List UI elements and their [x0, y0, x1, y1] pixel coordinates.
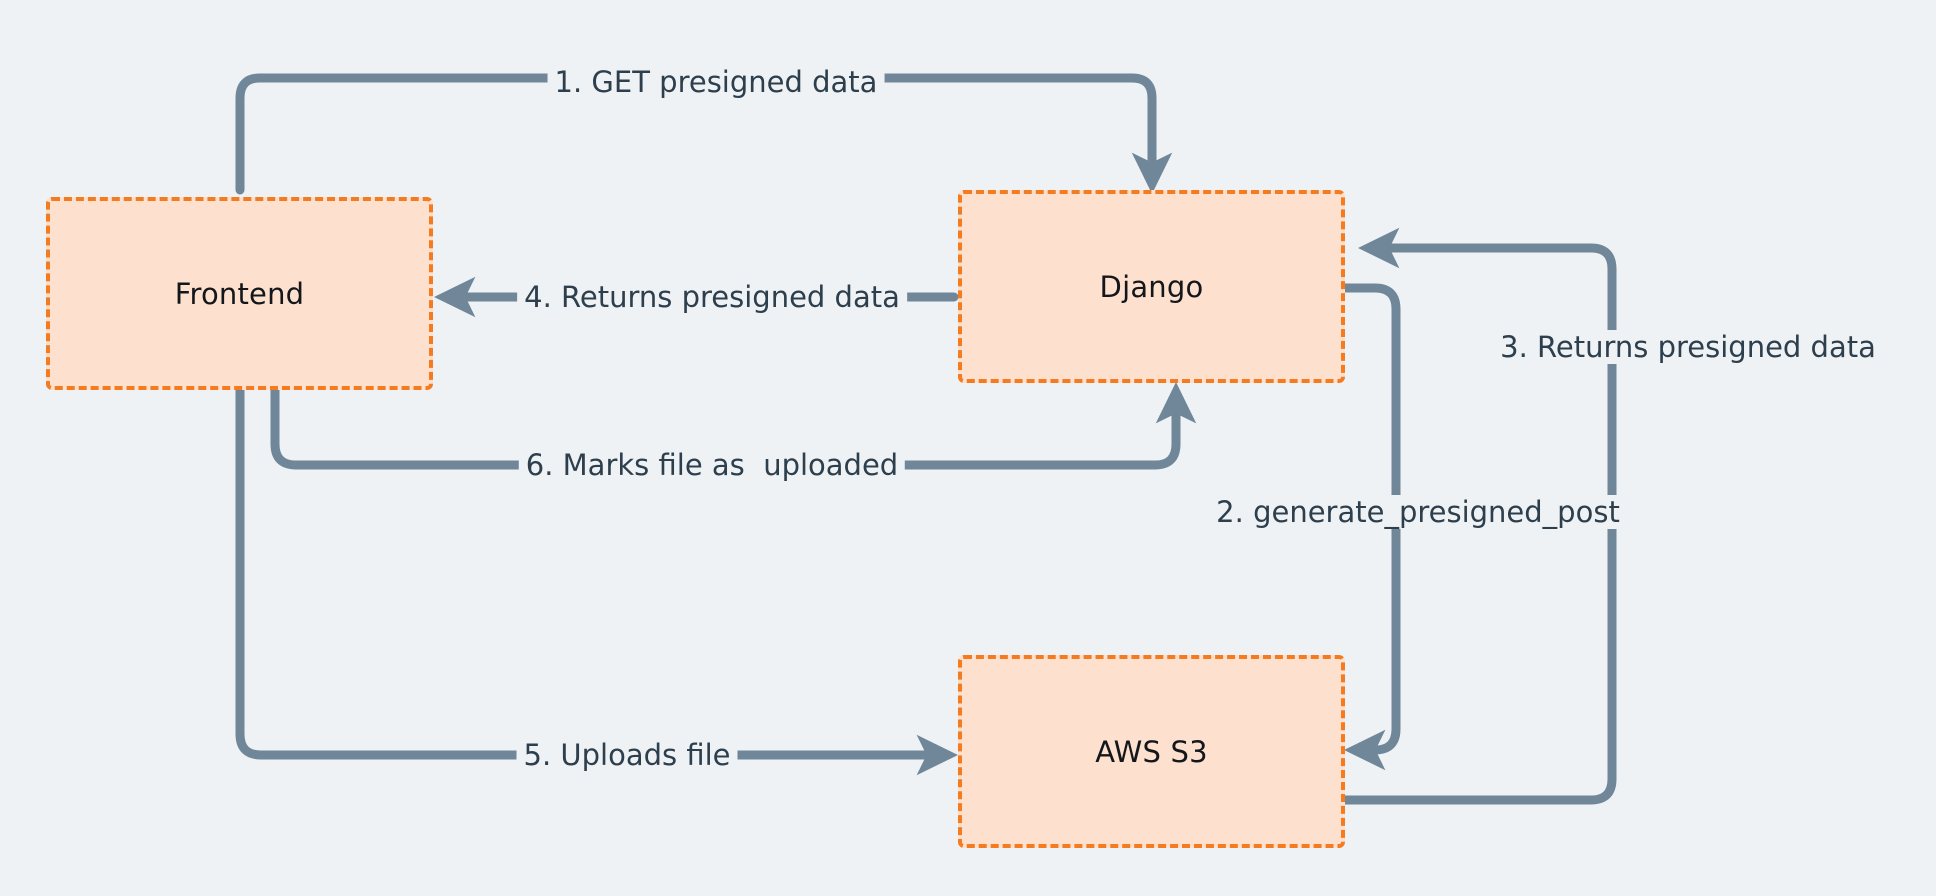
node-frontend[interactable]: Frontend	[46, 197, 433, 390]
edge-label-step1: 1. GET presigned data	[547, 65, 885, 99]
node-aws-s3[interactable]: AWS S3	[958, 655, 1345, 848]
edge-label-step4: 4. Returns presigned data	[517, 280, 907, 314]
edge-label-step2: 2. generate_presigned_post	[1209, 495, 1627, 529]
node-frontend-label: Frontend	[174, 276, 305, 311]
edge-label-step3: 3. Returns presigned data	[1493, 330, 1883, 364]
node-django[interactable]: Django	[958, 190, 1345, 383]
node-django-label: Django	[1099, 269, 1204, 304]
node-aws-s3-label: AWS S3	[1095, 734, 1208, 769]
edge-path-step5	[235, 385, 959, 776]
edge-label-step5: 5. Uploads file	[516, 738, 738, 772]
edge-label-step6: 6. Marks file as uploaded	[518, 448, 906, 482]
